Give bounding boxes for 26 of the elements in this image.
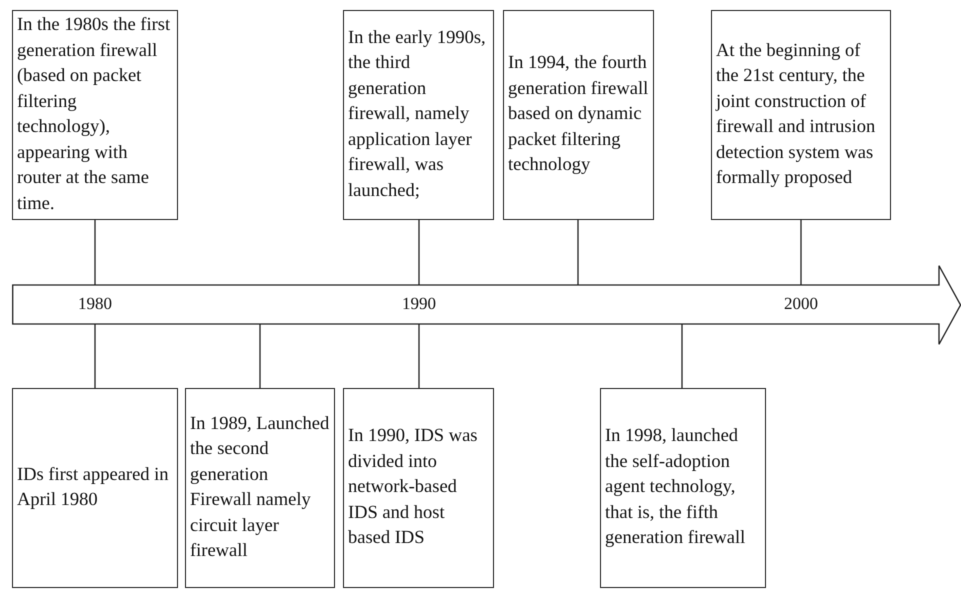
- event-box: [600, 388, 766, 588]
- event-box: [711, 10, 891, 220]
- event-text: In 1989, Launched the second generation Firewall namely circuit layer firewall: [190, 412, 330, 563]
- event-text: In the early 1990s, the third generation firewall, namely application layer firewall, was launched;: [348, 26, 487, 203]
- event-text: In the 1980s the first generation firewall (based on packet filtering technology), appearing with router at the same time.: [17, 14, 172, 216]
- event-box: [343, 10, 494, 220]
- connector-line: [94, 220, 96, 285]
- connector-line: [94, 324, 96, 388]
- event-box: [185, 388, 335, 588]
- event-text: In 1998, launched the self-adoption agent technology, that is, the fifth generation firewall: [605, 425, 746, 550]
- year-label: 1980: [78, 294, 112, 314]
- connector-line: [418, 324, 420, 388]
- event-text: In 1994, the fourth generation firewall based on dynamic packet filtering technology: [508, 52, 649, 178]
- event-text: IDs first appeared in April 1980: [17, 464, 170, 512]
- event-text: At the beginning of the 21st century, the joint construction of firewall and intrusion detection system was formally proposed: [716, 40, 876, 190]
- event-text: In 1990, IDS was divided into network-based IDS and host based IDS: [348, 425, 478, 550]
- event-box: [343, 388, 494, 588]
- connector-line: [800, 220, 802, 285]
- connector-line: [259, 324, 261, 388]
- event-box: [12, 388, 178, 588]
- year-label: 2000: [784, 294, 818, 314]
- connector-line: [418, 220, 420, 285]
- connector-line: [577, 220, 579, 285]
- year-label: 1990: [402, 294, 436, 314]
- connector-line: [681, 324, 683, 388]
- event-box: [503, 10, 654, 220]
